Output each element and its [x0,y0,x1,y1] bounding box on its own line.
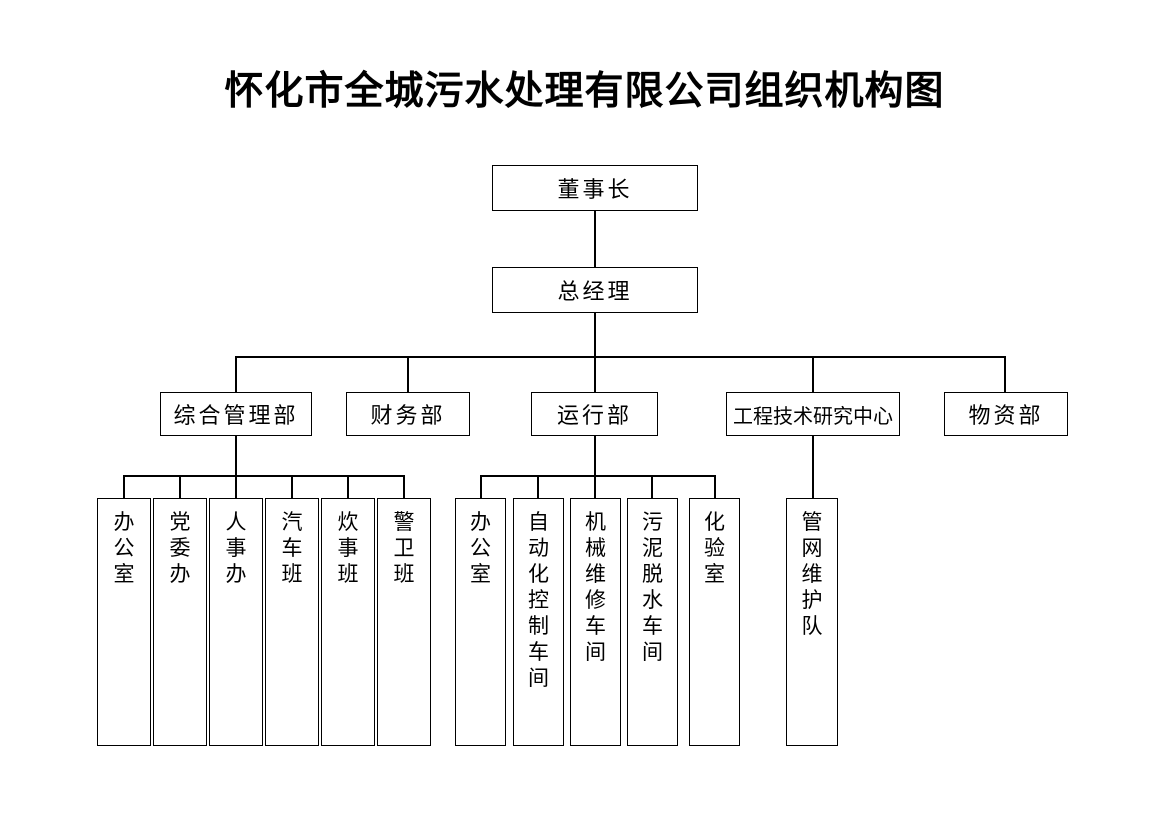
connector-riser-admin-0 [123,475,126,499]
connector-comprehensive-drop [235,436,238,477]
connector-riser-ops-0 [480,475,483,499]
connector-riser-admin-1 [179,475,182,499]
node-unit-catering-team[interactable]: 炊事班 [321,498,375,746]
node-general-manager[interactable]: 总经理 [492,267,698,313]
connector-chairman-to-gm [594,211,597,267]
connector-operations-bus [480,475,716,478]
node-department-operations[interactable]: 运行部 [531,392,658,436]
node-unit-office-operations[interactable]: 办公室 [455,498,506,746]
node-unit-mechanical-maintenance-workshop[interactable]: 机械维修车间 [570,498,621,746]
node-department-finance[interactable]: 财务部 [346,392,470,436]
connector-riser-dept-0 [235,356,238,392]
node-unit-laboratory[interactable]: 化验室 [689,498,740,746]
node-unit-label: 办公室 [470,510,491,586]
node-unit-label: 办公室 [113,510,135,586]
node-unit-label: 警卫班 [393,510,415,586]
node-unit-label: 污泥脱水车间 [642,510,663,664]
node-unit-pipe-network-maintenance-team[interactable]: 管网维护队 [786,498,838,746]
node-department-materials[interactable]: 物资部 [944,392,1068,436]
connector-comprehensive-bus [123,475,405,478]
node-unit-label: 管网维护队 [801,510,823,638]
node-unit-label: 炊事班 [337,510,359,586]
node-chairman-label: 董事长 [557,178,633,203]
connector-riser-admin-4 [347,475,350,499]
node-unit-party-committee-office[interactable]: 党委办 [153,498,207,746]
node-department-comprehensive-management[interactable]: 综合管理部 [160,392,312,436]
connector-riser-dept-1 [407,356,410,392]
connector-department-bus [236,356,1006,359]
node-unit-security-team[interactable]: 警卫班 [377,498,431,746]
node-unit-personnel-office[interactable]: 人事办 [209,498,263,746]
node-unit-label: 自动化控制车间 [528,510,549,690]
node-general-manager-label: 总经理 [557,280,633,305]
node-department-label: 运行部 [556,404,632,429]
node-department-label: 物资部 [968,404,1044,429]
node-unit-label: 化验室 [704,510,725,586]
node-department-label: 综合管理部 [173,404,299,429]
connector-riser-ops-4 [714,475,717,499]
connector-riser-admin-3 [291,475,294,499]
connector-riser-ops-1 [537,475,540,499]
connector-riser-ops-2 [594,475,597,499]
node-department-label: 工程技术研究中心 [733,403,893,428]
connector-riser-admin-5 [403,475,406,499]
node-unit-label: 党委办 [169,510,191,586]
node-unit-automation-control-workshop[interactable]: 自动化控制车间 [513,498,564,746]
connector-riser-dept-4 [1004,356,1007,392]
connector-riser-dept-3 [812,356,815,392]
connector-engineering-to-pipe-network [812,436,815,498]
node-chairman[interactable]: 董事长 [492,165,698,211]
node-department-engineering-research-center[interactable]: 工程技术研究中心 [726,392,900,436]
connector-riser-ops-3 [651,475,654,499]
connector-operations-drop [594,436,597,477]
node-unit-label: 人事办 [225,510,247,586]
connector-riser-dept-2 [594,356,597,392]
connector-riser-admin-2 [235,475,238,499]
node-department-label: 财务部 [370,404,446,429]
node-unit-label: 机械维修车间 [585,510,606,664]
node-unit-label: 汽车班 [281,510,303,586]
connector-gm-drop [594,313,597,358]
page-title: 怀化市全城污水处理有限公司组织机构图 [224,68,945,114]
node-unit-sludge-dewatering-workshop[interactable]: 污泥脱水车间 [627,498,678,746]
node-unit-vehicle-team[interactable]: 汽车班 [265,498,319,746]
node-unit-office-admin[interactable]: 办公室 [97,498,151,746]
